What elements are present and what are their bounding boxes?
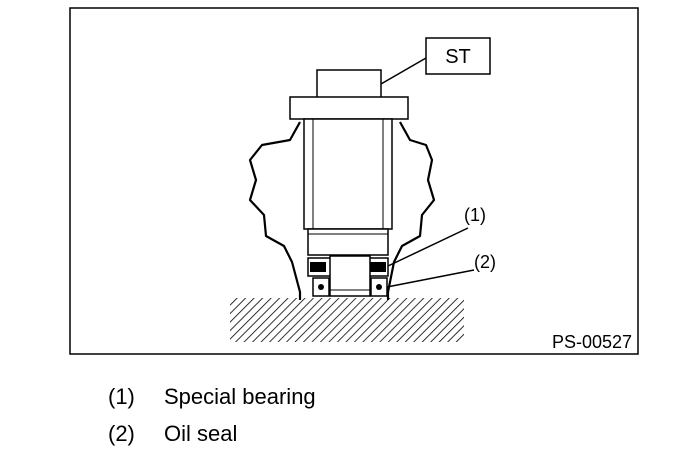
ground-block	[230, 298, 464, 342]
legend-number: (2)	[108, 421, 135, 446]
tool-lower-band	[307, 228, 389, 256]
figure-frame	[69, 7, 639, 355]
legend-number: (1)	[108, 384, 135, 409]
installation-diagram: ST (1) (2) PS-00527	[69, 7, 639, 355]
tool-pilot	[329, 255, 371, 297]
tool-knob	[316, 69, 382, 99]
housing-outline	[248, 121, 436, 300]
callout-2: (2)	[474, 252, 496, 272]
st-leader	[380, 57, 427, 85]
st-label-box	[425, 37, 491, 75]
tool-shaft	[303, 118, 393, 230]
legend-text: Oil seal	[164, 421, 238, 446]
legend-text: Special bearing	[164, 384, 316, 409]
oil-seal	[312, 277, 388, 297]
figure-code: PS-00527	[552, 332, 632, 352]
callout-1-leader	[387, 227, 469, 267]
legend-item-oil-seal: (2) Oil seal	[108, 421, 237, 447]
legend-item-special-bearing: (1) Special bearing	[108, 384, 316, 410]
callout-1: (1)	[464, 205, 486, 225]
tool-flange	[289, 96, 409, 120]
callout-2-leader	[386, 269, 475, 288]
st-label: ST	[445, 46, 471, 68]
